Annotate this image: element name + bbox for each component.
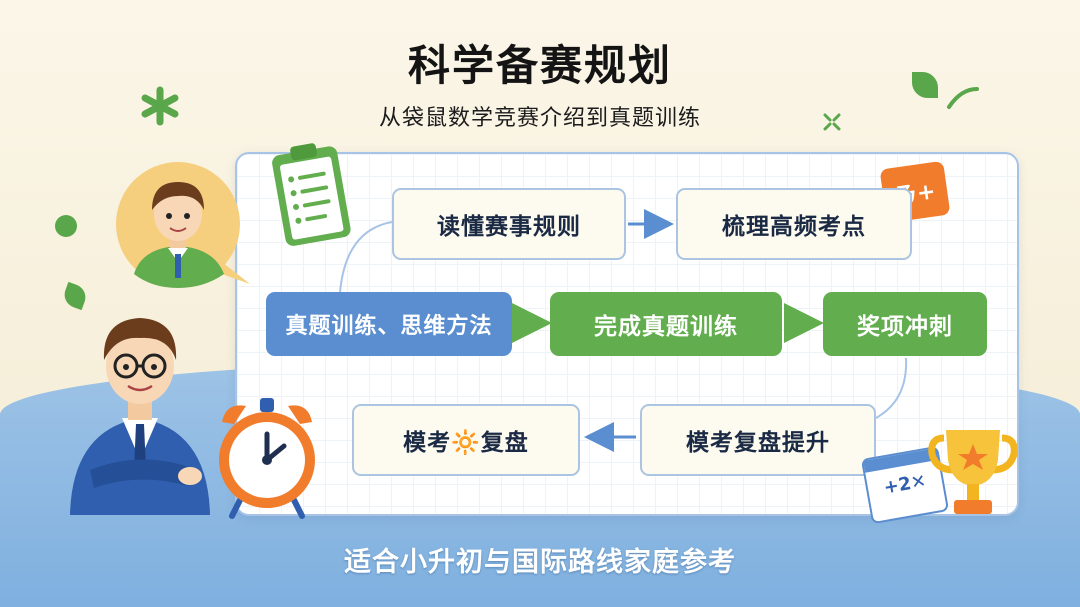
node-complete: 完成真题训练 — [550, 292, 782, 356]
node-key-points: 梳理高频考点 — [676, 188, 912, 260]
node-read-rules: 读懂赛事规则 — [392, 188, 626, 260]
trophy-icon — [928, 430, 1018, 514]
student-avatar — [116, 162, 250, 288]
page-title: 科学备赛规划 — [407, 41, 672, 90]
green-star-small-icon — [823, 113, 841, 131]
node-award: 奖项冲刺 — [823, 292, 987, 356]
connector-award-to-review — [875, 357, 908, 419]
node-method: 真题训练、思维方法 — [266, 292, 512, 356]
clipboard-icon — [272, 143, 351, 246]
green-swoosh-icon — [947, 87, 979, 109]
green-dot — [55, 215, 77, 237]
green-leaf-icon — [912, 72, 938, 98]
page-subtitle: 从袋鼠数学竞赛介绍到真题训练 — [378, 106, 701, 131]
alarm-clock-icon — [219, 398, 315, 519]
green-sparkle-icon — [141, 86, 179, 126]
footer-caption: 适合小升初与国际路线家庭参考 — [344, 547, 736, 578]
node-review-improve: 模考复盘提升 — [640, 404, 876, 476]
connector-method-to-rules — [339, 221, 393, 293]
node-review: 模考🔆复盘 — [352, 404, 580, 476]
teacher-avatar — [70, 318, 210, 515]
